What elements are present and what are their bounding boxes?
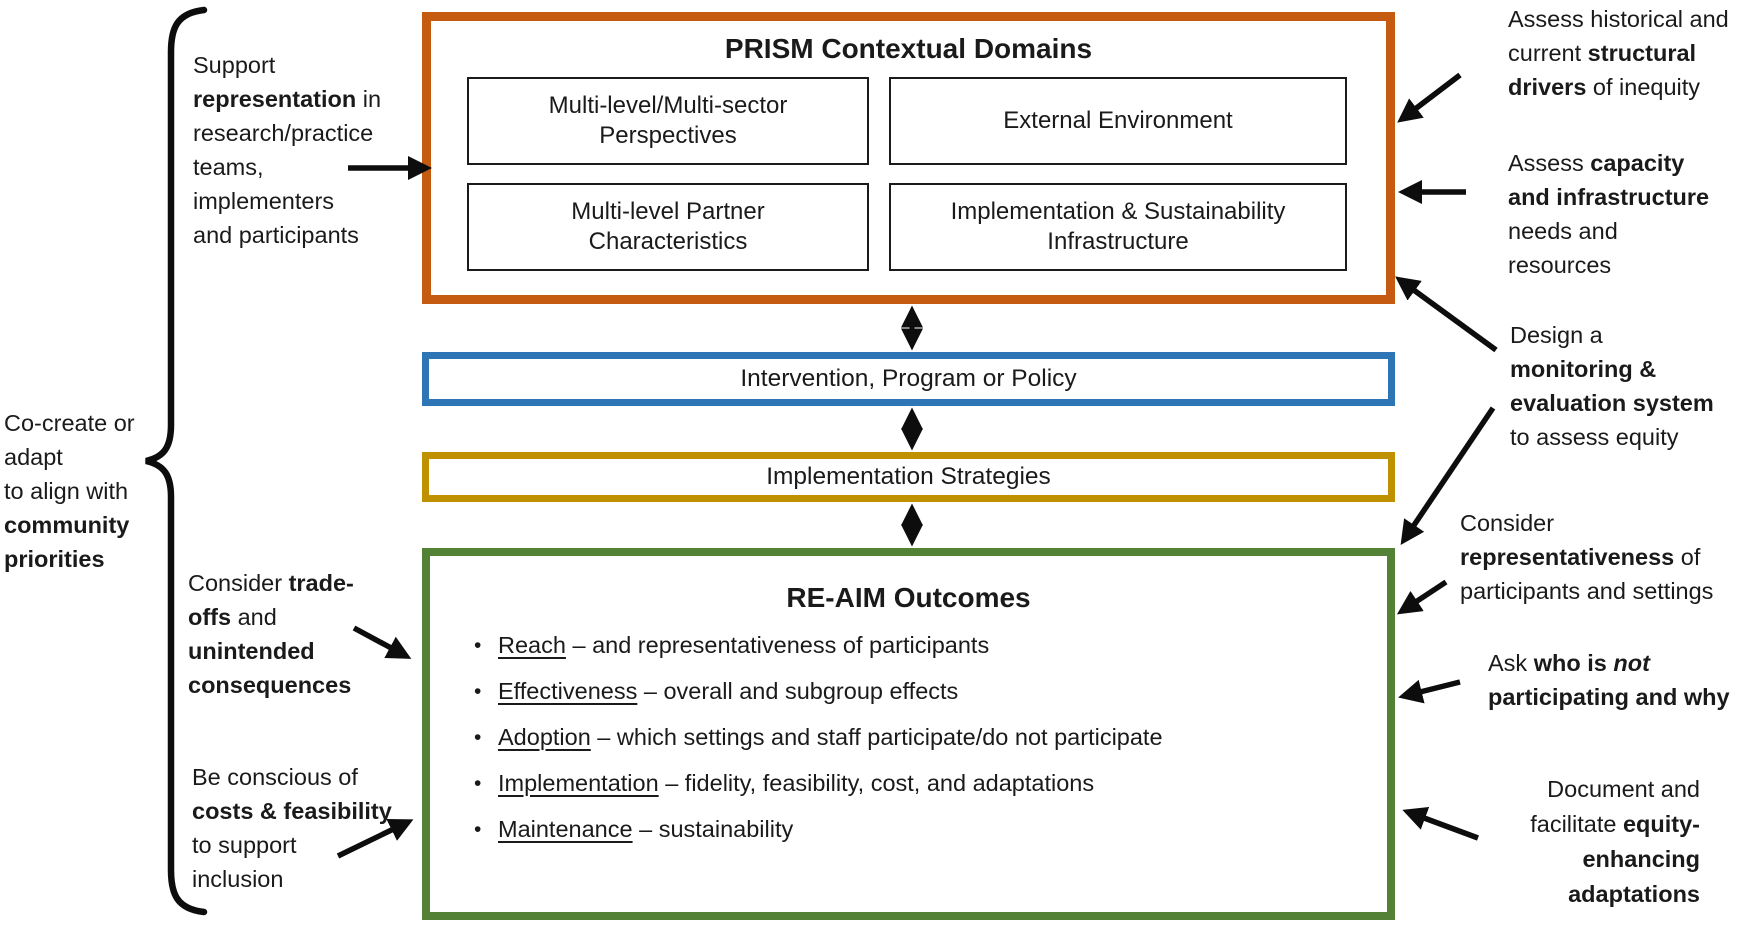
strategies-label: Implementation Strategies	[766, 463, 1051, 490]
prism-contextual-domains-box: PRISM Contextual Domains Multi-level/Mul…	[422, 12, 1395, 304]
annotation-structural-drivers: Assess historical and current structural…	[1508, 6, 1729, 100]
annotation-representativeness: Consider representativeness of participa…	[1460, 510, 1714, 604]
implementation-strategies-box: Implementation Strategies	[422, 452, 1395, 502]
arrow-not-participating-icon	[1398, 679, 1461, 704]
reaim-term: Implementation	[498, 770, 659, 796]
reaim-term: Reach	[498, 632, 566, 658]
reaim-bullet-effectiveness: Effectiveness – overall and subgroup eff…	[430, 676, 1387, 707]
annotation-equity-enhancing-adaptations: Document and facilitate equity- enhancin…	[1530, 776, 1700, 907]
reaim-term: Effectiveness	[498, 678, 638, 704]
reaim-desc: – sustainability	[632, 816, 794, 842]
annotation-co-create-adapt: Co-create or adapt to align with communi…	[4, 410, 135, 572]
prism-title: PRISM Contextual Domains	[724, 33, 1093, 64]
reaim-term: Adoption	[498, 724, 591, 750]
reaim-outcomes-box: RE-AIM Outcomes Reach – and representati…	[422, 548, 1395, 920]
arrow-representativeness-icon	[1396, 579, 1448, 615]
annotation-monitoring-evaluation: Design a monitoring & evaluation system …	[1510, 322, 1714, 450]
arrow-equity-adaptations-icon	[1402, 806, 1479, 841]
intervention-program-policy-box: Intervention, Program or Policy	[422, 352, 1395, 406]
prism-subdomain-grid: Multi-level/Multi-sector Perspectives Ex…	[431, 77, 1386, 271]
reaim-title: RE-AIM Outcomes	[786, 582, 1031, 613]
subdomain-external-environment: External Environment	[889, 77, 1347, 165]
reaim-bullet-implementation: Implementation – fidelity, feasibility, …	[430, 768, 1387, 799]
reaim-term: Maintenance	[498, 816, 633, 842]
subdomain-multi-level-partner-characteristics: Multi-level Partner Characteristics	[467, 183, 869, 271]
reaim-desc: – overall and subgroup effects	[637, 678, 959, 704]
reaim-desc: – fidelity, feasibility, cost, and adapt…	[658, 770, 1095, 796]
subdomain-implementation-sustainability-infrastructure: Implementation & Sustainability Infrastr…	[889, 183, 1347, 271]
annotation-capacity-infrastructure: Assess capacity and infrastructure needs…	[1508, 150, 1710, 278]
arrow-monitoring-to-prism-icon	[1395, 276, 1498, 353]
intervention-label: Intervention, Program or Policy	[740, 365, 1077, 392]
reaim-bullet-list: Reach – and representativeness of partic…	[430, 630, 1387, 845]
annotation-costs-feasibility: Be conscious of costs & feasibility to s…	[192, 764, 392, 892]
annotation-trade-offs: Consider trade- offs and unintended cons…	[188, 570, 354, 698]
subdomain-multi-level-multi-sector-perspectives: Multi-level/Multi-sector Perspectives	[467, 77, 869, 165]
arrow-structural-drivers-icon	[1397, 72, 1462, 123]
annotation-who-is-not-participating: Ask who is not participating and why	[1488, 650, 1730, 710]
reaim-bullet-reach: Reach – and representativeness of partic…	[430, 630, 1387, 661]
reaim-bullet-adoption: Adoption – which settings and staff part…	[430, 722, 1387, 753]
reaim-bullet-maintenance: Maintenance – sustainability	[430, 814, 1387, 845]
annotation-support-representation: Support representation in research/pract…	[193, 52, 382, 248]
reaim-desc: – which settings and staff participate/d…	[590, 724, 1163, 750]
reaim-desc: – and representativeness of participants	[565, 632, 990, 658]
